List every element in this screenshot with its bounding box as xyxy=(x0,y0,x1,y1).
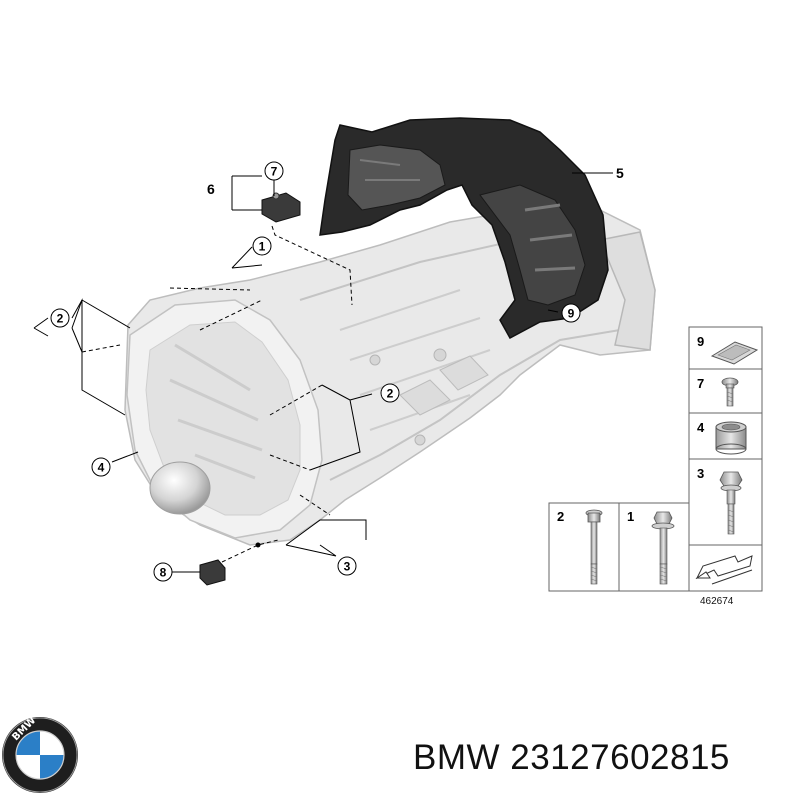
part-number: 23127602815 xyxy=(510,738,730,777)
part-caption: BMW 23127602815 xyxy=(413,738,730,778)
svg-text:9: 9 xyxy=(697,334,704,349)
sensor-bracket xyxy=(261,192,301,223)
svg-text:7: 7 xyxy=(271,165,278,179)
callout-2-right: 2 xyxy=(380,383,400,403)
heat-shield xyxy=(319,117,609,340)
svg-text:4: 4 xyxy=(98,461,105,475)
reference-number: 462674 xyxy=(700,596,734,607)
bolt-1-icon xyxy=(651,511,675,585)
svg-text:7: 7 xyxy=(697,376,704,391)
direction-arrow-icon xyxy=(695,555,753,585)
svg-text:1: 1 xyxy=(627,509,634,524)
callout-6: 6 xyxy=(207,181,215,197)
brand-name: BMW xyxy=(413,738,501,777)
svg-text:2: 2 xyxy=(57,312,64,326)
callout-1: 1 xyxy=(252,236,272,256)
parts-legend-panel: 9 7 4 3 2 1 xyxy=(548,326,763,607)
bolt-2-icon xyxy=(585,509,603,585)
svg-text:3: 3 xyxy=(344,560,351,574)
callout-3: 3 xyxy=(337,556,357,576)
svg-text:6: 6 xyxy=(207,181,215,197)
leader-lines xyxy=(33,172,613,573)
sleeve-icon xyxy=(715,421,747,455)
callout-8: 8 xyxy=(153,562,173,582)
svg-text:9: 9 xyxy=(568,307,575,321)
svg-text:4: 4 xyxy=(697,420,705,435)
rubber-mount xyxy=(199,559,226,586)
svg-text:1: 1 xyxy=(259,240,266,254)
small-screw-icon xyxy=(721,377,739,407)
callout-7: 7 xyxy=(264,161,284,181)
clip-icon xyxy=(710,341,759,365)
callout-4: 4 xyxy=(91,457,111,477)
bmw-logo: BMW xyxy=(2,715,78,793)
callout-9: 9 xyxy=(561,303,581,323)
bolt-3-icon xyxy=(719,471,743,535)
svg-text:8: 8 xyxy=(160,566,167,580)
svg-text:3: 3 xyxy=(697,466,704,481)
callout-2-left: 2 xyxy=(50,308,70,328)
svg-text:2: 2 xyxy=(557,509,564,524)
svg-text:5: 5 xyxy=(616,165,624,181)
callout-5: 5 xyxy=(616,165,624,181)
svg-text:2: 2 xyxy=(387,387,394,401)
